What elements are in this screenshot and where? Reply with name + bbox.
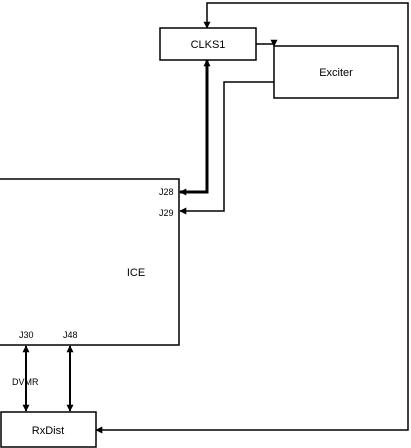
rxdist-block — [0, 411, 97, 448]
connector-clks1-j28 — [179, 59, 211, 196]
ice-label: ICE — [127, 267, 145, 279]
port-j48-label: J48 — [63, 330, 78, 340]
connector-rxdist-clks1-loop — [95, 2, 409, 434]
port-j29-label: J29 — [159, 208, 174, 218]
port-j28-label: J28 — [159, 187, 174, 197]
port-j30-label: J30 — [19, 330, 34, 340]
exciter-label: Exciter — [319, 67, 353, 79]
rxdist-label: RxDist — [32, 425, 64, 437]
connector-clks1-exciter — [256, 39, 278, 47]
clks1-label: CLKS1 — [191, 39, 226, 51]
exciter-block — [273, 45, 399, 99]
ice-block — [0, 178, 180, 346]
